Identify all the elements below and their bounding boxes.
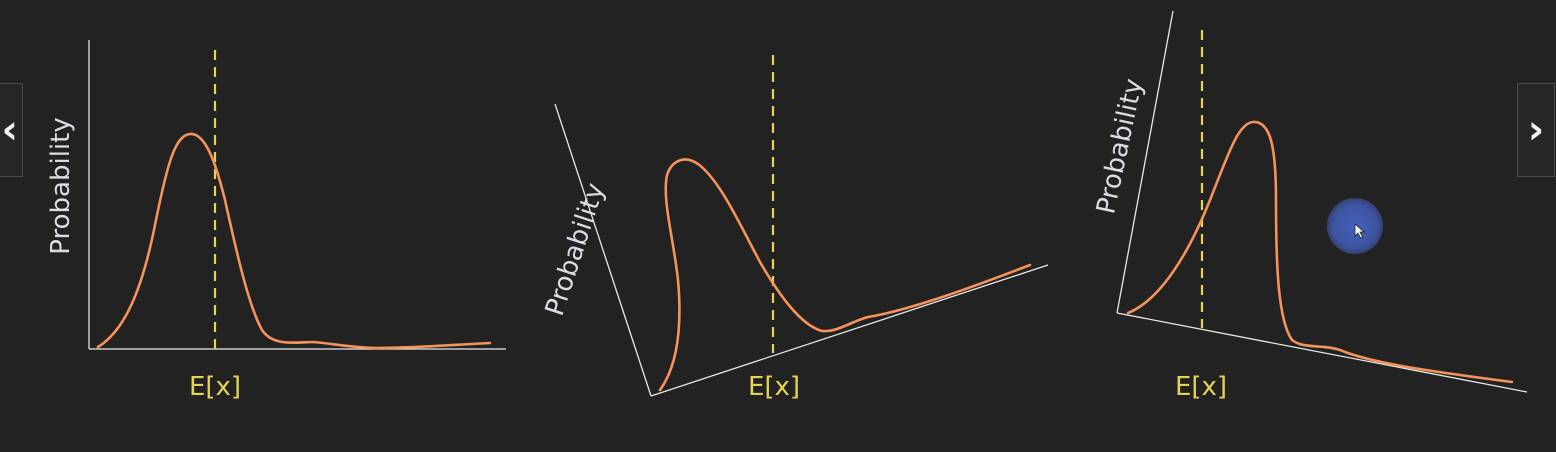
panel-2-y-label: Probability <box>540 180 611 320</box>
chevron-right-icon: › <box>1527 107 1545 153</box>
previous-slide-button[interactable]: ‹ <box>0 83 23 177</box>
panel-3-y-axis <box>1116 10 1174 314</box>
panel-2-distribution-curve <box>658 158 1032 392</box>
mouse-cursor-icon <box>1354 223 1366 239</box>
panel-1: Probability E[x] <box>46 40 506 402</box>
next-slide-button[interactable]: › <box>1517 83 1555 177</box>
panel-1-distribution-curve <box>96 132 492 350</box>
panel-3: Probability E[x] <box>1091 10 1528 402</box>
panel-2-x-label: E[x] <box>748 372 800 402</box>
panel-2-x-axis <box>650 264 1049 397</box>
panel-2-y-axis <box>554 103 652 397</box>
panel-3-y-label: Probability <box>1091 76 1149 217</box>
panel-3-x-label: E[x] <box>1175 372 1227 402</box>
panel-1-x-label: E[x] <box>189 372 241 402</box>
panel-1-y-label: Probability <box>46 117 76 254</box>
panel-3-x-axis <box>1116 312 1528 393</box>
panel-3-distribution-curve <box>1126 120 1514 384</box>
panel-2: Probability E[x] <box>540 55 1049 402</box>
chevron-left-icon: ‹ <box>1 107 18 153</box>
